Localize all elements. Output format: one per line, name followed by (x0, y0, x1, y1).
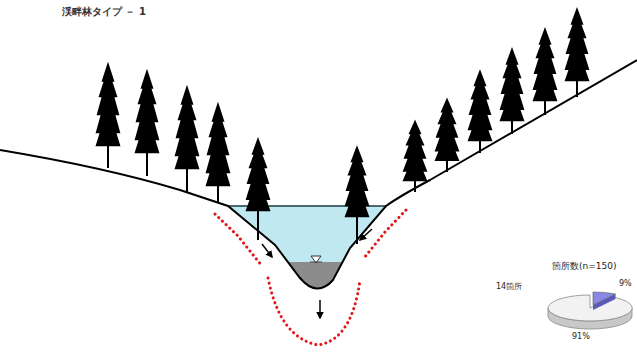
seepage-lines (215, 210, 406, 345)
water-level-symbol (311, 256, 321, 263)
pie-chart (548, 292, 632, 329)
chart-title: 箇所数(n=150) (552, 262, 616, 272)
conifer-trees (97, 10, 588, 244)
percent-label: 9% (619, 280, 632, 289)
percent-label: 91% (572, 333, 590, 342)
ground-profile (0, 60, 637, 289)
flow-arrows (262, 229, 372, 318)
diagram-title: 渓畔林タイプ － 1 (62, 6, 146, 17)
water-level-symbol (310, 262, 322, 263)
stream-water (228, 206, 386, 289)
count-label: 14箇所 (496, 283, 522, 292)
